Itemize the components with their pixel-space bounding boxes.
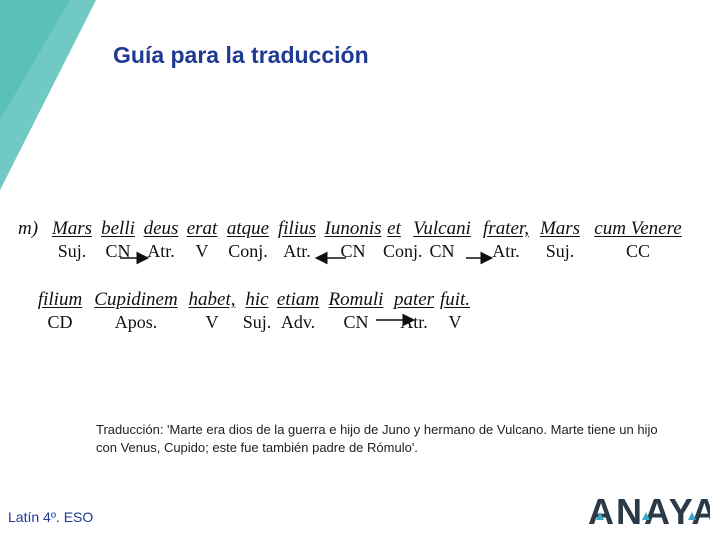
page-title: Guía para la traducción: [113, 42, 369, 68]
corner-teal-decoration: [0, 0, 96, 190]
exercise-label: m): [18, 218, 39, 239]
translation-text: Traducción: 'Marte era dios de la guerra…: [96, 422, 658, 455]
svg-text:ANAYA: ANAYA: [588, 491, 710, 530]
word-token: fuit.V: [439, 289, 471, 332]
course-footer: Latín 4º. ESO: [8, 509, 94, 525]
word-token: frater,Atr.: [483, 218, 529, 261]
word-token: habet,V: [188, 289, 236, 332]
anaya-logo: ANAYA: [588, 491, 710, 530]
